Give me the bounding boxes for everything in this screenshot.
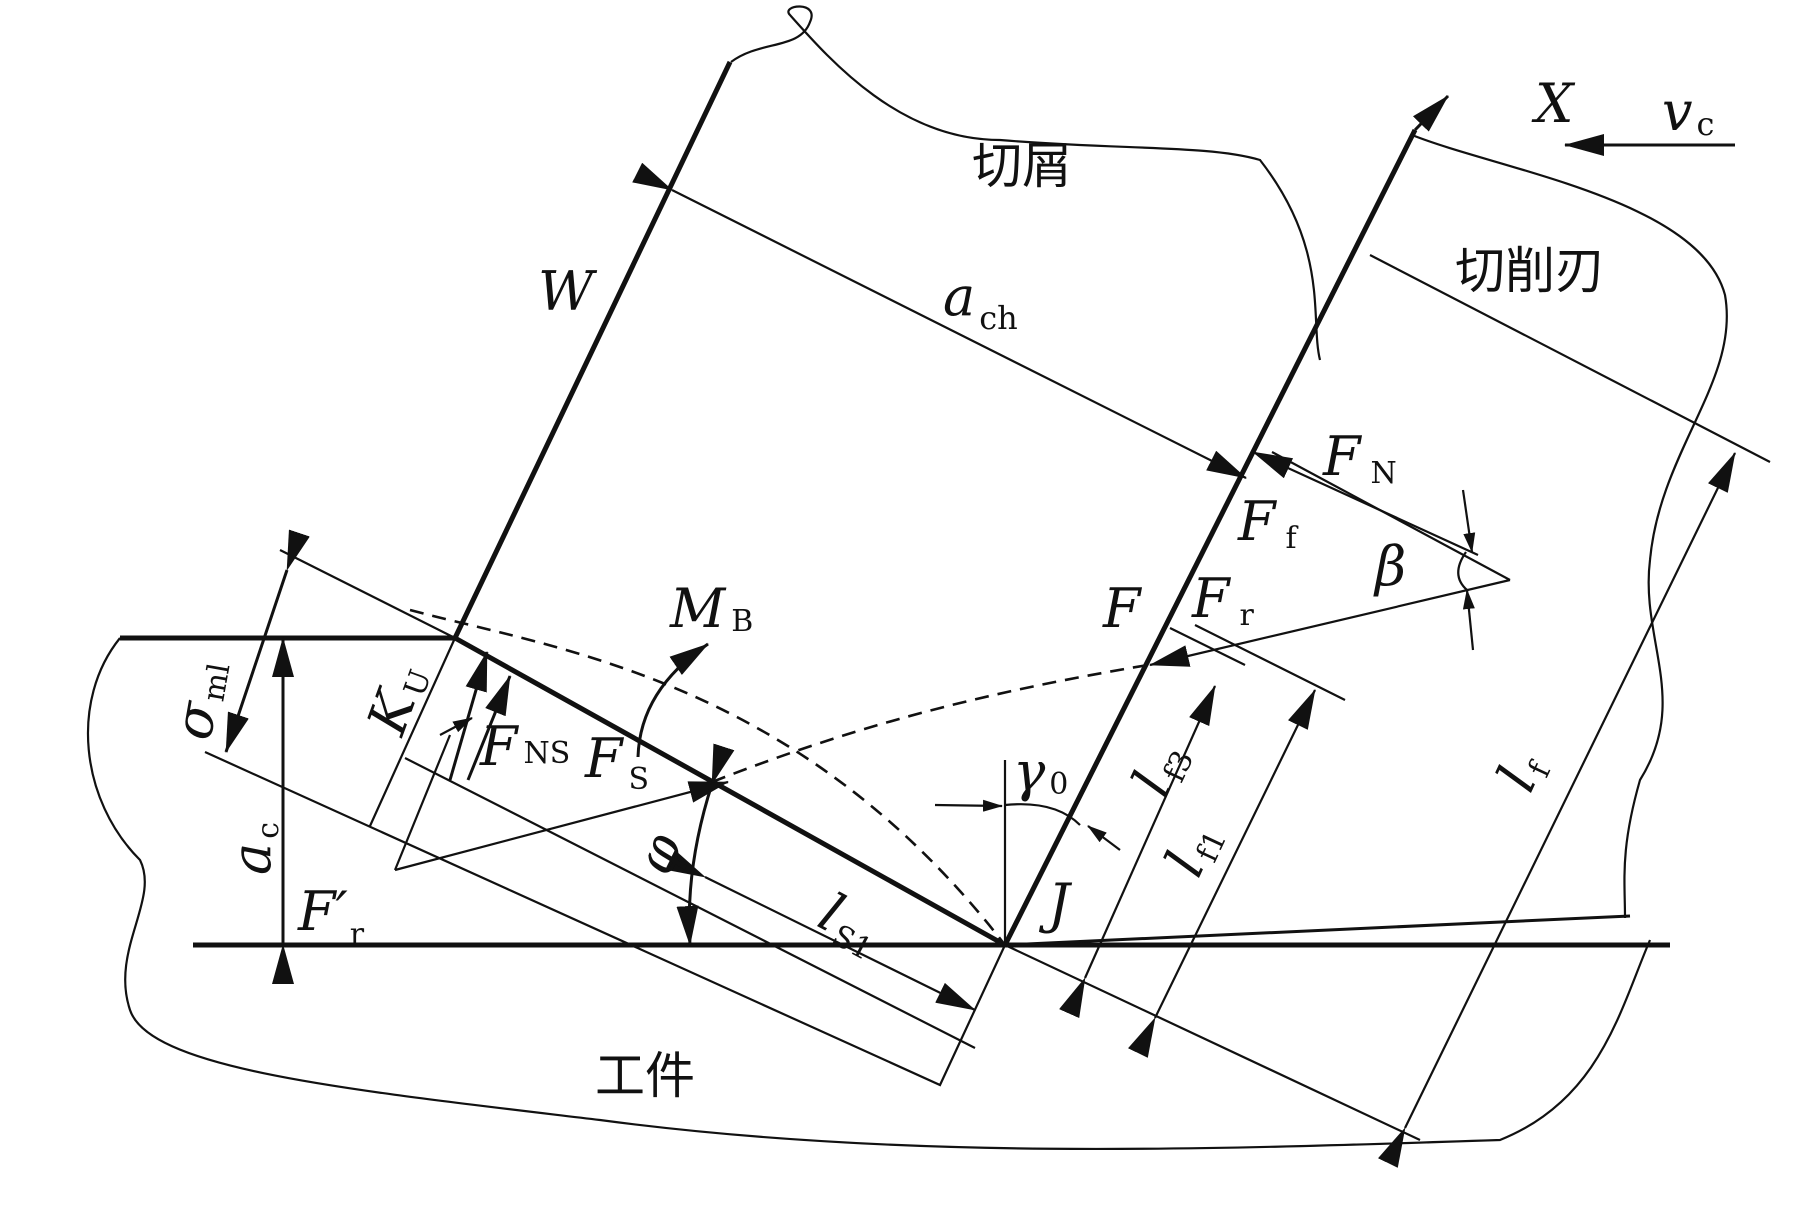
shear-plane (453, 635, 1007, 948)
w-label: W (538, 260, 598, 323)
beta-arrow-bottom (1462, 589, 1475, 651)
frp-sub: r (350, 917, 365, 952)
j-label: J (1038, 872, 1073, 935)
ku-arrow-small (439, 717, 473, 736)
chip-free-surface (452, 60, 733, 640)
beta-label: β (1373, 535, 1406, 598)
fn-main: F (1322, 425, 1363, 488)
fn-force-arrow (1252, 450, 1479, 557)
tool-label: 切削刃 (1455, 242, 1605, 300)
f-label: F (1102, 577, 1143, 640)
ff-main: F (1237, 490, 1278, 553)
lf-dimension (1377, 452, 1736, 1168)
sigma-sub: ml (196, 661, 237, 705)
ls1-label: lS1 (807, 881, 892, 968)
fr-prime-label: F′r (297, 880, 365, 952)
fr-sub: r (1239, 598, 1254, 633)
lf-label: lf (1485, 743, 1559, 802)
workpiece-label: 工件 (595, 1047, 695, 1105)
gamma-arrow-left (934, 799, 1003, 812)
force-fr-prime-arrow (394, 780, 729, 872)
shear-zone-lower-bound (204, 750, 1006, 1087)
ach-dimension (632, 162, 1247, 479)
chip-boundary (730, 5, 1322, 361)
mb-main: M (669, 577, 727, 640)
gamma-main: γ (1013, 740, 1046, 803)
ku-ext-line (368, 637, 457, 827)
ac-label: ac (220, 822, 286, 875)
sigma-dimension (224, 529, 310, 753)
frp-main: F′ (297, 880, 348, 943)
lf3-ext-line (1169, 627, 1246, 666)
ku-label: KU (355, 655, 439, 743)
ff-sub: f (1285, 521, 1298, 556)
fs-main: F (584, 727, 625, 790)
sigma-ext-line-top (279, 549, 456, 639)
force-triangle-fr-prime (393, 734, 452, 871)
ku-arrow-2 (466, 675, 512, 781)
resultant-force-dashed (711, 663, 1149, 784)
ls1-dimension (665, 849, 976, 1011)
gamma-arc (1004, 803, 1081, 826)
fns-main: F (479, 715, 520, 778)
phi-angle-arc (676, 743, 735, 946)
lf-ext-line-lower (1004, 944, 1421, 1141)
ac-main: a (220, 843, 283, 875)
lf3-dimension (1059, 685, 1217, 1019)
ach-sub: ch (979, 299, 1018, 337)
beta-arrow-top (1461, 489, 1476, 553)
beta-arc (1457, 551, 1468, 591)
chip-label: 切屑 (972, 137, 1072, 195)
mb-moment-arc (636, 642, 709, 758)
gamma-sub: 0 (1049, 767, 1068, 802)
fr-main: F (1191, 567, 1232, 630)
fr-force-arrow (1149, 578, 1511, 667)
vc-main: v (1662, 80, 1693, 143)
fn-sub: N (1370, 456, 1396, 491)
fns-sub: NS (523, 736, 570, 771)
gamma-arrow-right (1087, 825, 1121, 851)
vc-sub: c (1697, 105, 1715, 143)
ku-arrow-1 (448, 651, 489, 781)
ach-main: a (943, 265, 975, 328)
tool-rake-face (1002, 128, 1418, 947)
ac-sub: c (251, 822, 286, 839)
fs-sub: S (628, 762, 649, 797)
x-label: X (1531, 72, 1576, 135)
chip-curl-dashed (409, 608, 1007, 946)
rake-face-arrow (1412, 94, 1450, 132)
mb-sub: B (731, 604, 753, 639)
ch-ext-line-upper (1369, 254, 1771, 463)
sigma-label: σml (161, 656, 238, 745)
tool-flank (1004, 914, 1631, 947)
lf1-ext-line (1194, 624, 1346, 701)
lf1-label: lf1 (1153, 812, 1235, 887)
